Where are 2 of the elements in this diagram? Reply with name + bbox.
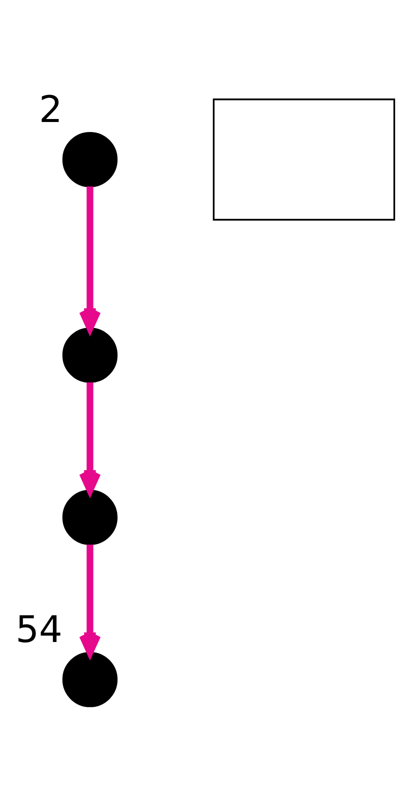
node-label: 2: [38, 88, 62, 131]
node-label: 54: [16, 608, 62, 651]
